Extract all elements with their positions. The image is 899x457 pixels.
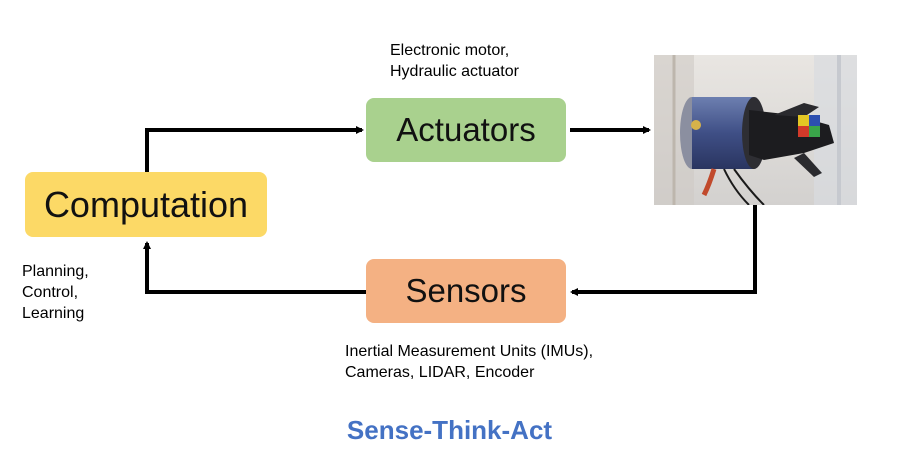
actuators-box: Actuators — [366, 98, 566, 162]
sensors-label: Sensors — [405, 272, 527, 309]
sensors-note: Inertial Measurement Units (IMUs), Camer… — [345, 343, 594, 381]
sensors-box: Sensors — [366, 259, 566, 323]
actuators-note: Electronic motor, Hydraulic actuator — [390, 42, 519, 80]
diagram-caption: Sense-Think-Act — [346, 415, 553, 445]
computation-note: Planning, Control, Learning — [22, 263, 89, 322]
arrow-computation-to-actuators — [145, 126, 364, 172]
arrow-sensors-to-computation — [143, 241, 366, 294]
robot-hand-photo — [654, 55, 857, 205]
computation-label: Computation — [43, 183, 249, 225]
actuators-label: Actuators — [396, 111, 536, 148]
computation-box: Computation — [25, 172, 267, 237]
arrow-robot-to-sensors — [570, 205, 757, 296]
